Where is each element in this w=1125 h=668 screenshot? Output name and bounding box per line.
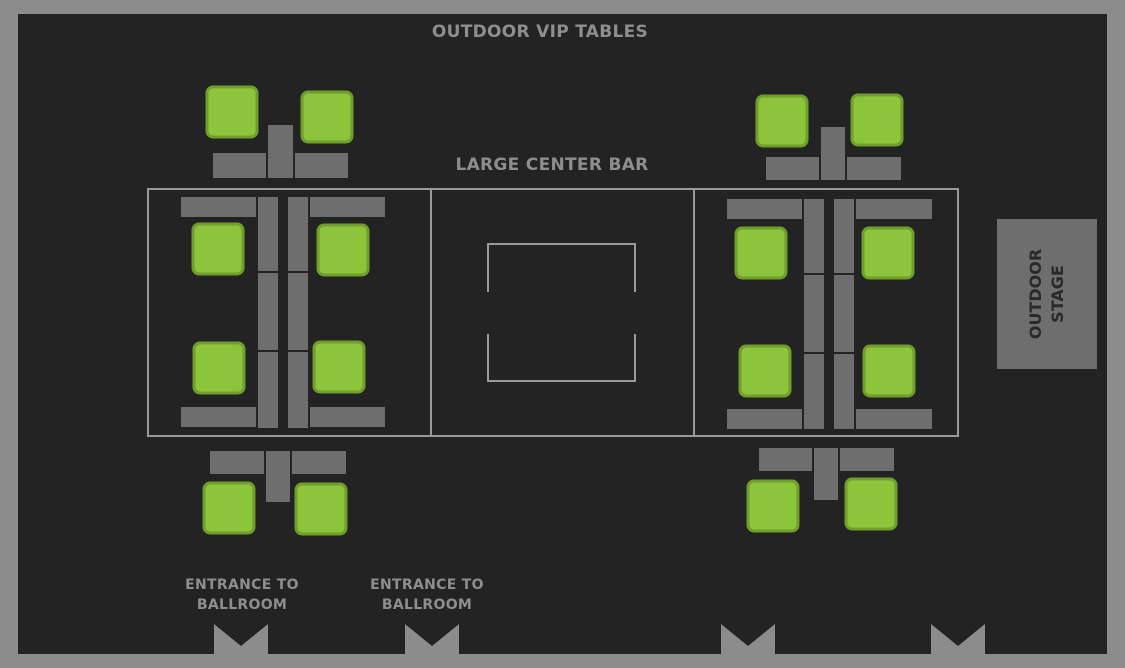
bench	[210, 451, 264, 474]
vip-table-seat[interactable]	[850, 93, 904, 147]
bench	[727, 409, 802, 429]
bench	[288, 273, 308, 350]
furniture	[181, 125, 932, 502]
vip-table-seat[interactable]	[205, 85, 259, 139]
bench	[181, 407, 256, 427]
outdoor-stage-label: OUTDOOR STAGE	[1025, 249, 1069, 339]
bench	[840, 448, 894, 471]
bench	[258, 273, 278, 350]
vip-table-seat[interactable]	[746, 479, 800, 533]
bench	[804, 199, 824, 273]
bench	[288, 197, 308, 271]
bench	[213, 153, 266, 178]
entrance-label-2-line2: BALLROOM	[381, 597, 473, 613]
entrance-notch-3	[721, 624, 775, 654]
bench	[268, 125, 293, 178]
vip-table-seat[interactable]	[316, 223, 370, 277]
vip-table-seat[interactable]	[300, 90, 354, 144]
outdoor-stage-label-line1: OUTDOOR	[1026, 248, 1045, 340]
entrance-label-1: ENTRANCE TO BALLROOM	[185, 575, 299, 615]
bench	[856, 409, 932, 429]
bench	[310, 407, 385, 427]
bench	[804, 275, 824, 352]
entrance-notches	[214, 624, 985, 654]
outdoor-stage: OUTDOOR STAGE	[997, 219, 1097, 369]
bar-inner-bottom	[487, 334, 636, 382]
bench	[759, 448, 812, 471]
vip-table-seat[interactable]	[861, 226, 915, 280]
vip-table-seat[interactable]	[312, 340, 366, 394]
vip-table-seat[interactable]	[755, 94, 809, 148]
bench	[834, 199, 854, 273]
vip-tables	[191, 85, 916, 536]
bar-outline	[147, 188, 959, 437]
vip-table-seat[interactable]	[862, 344, 916, 398]
bench	[847, 157, 901, 180]
outdoor-vip-tables-label: OUTDOOR VIP TABLES	[431, 22, 649, 42]
vip-table-seat[interactable]	[844, 477, 898, 531]
bench	[804, 354, 824, 429]
bench	[258, 197, 278, 271]
bench	[181, 197, 256, 217]
bench	[856, 199, 932, 219]
bench	[266, 451, 290, 502]
bench	[766, 157, 819, 180]
bench	[834, 354, 854, 429]
bench	[821, 127, 845, 180]
bench	[258, 352, 278, 428]
entrance-notch-1	[214, 624, 268, 654]
bench	[727, 199, 802, 219]
entrance-label-2-line1: ENTRANCE TO	[370, 577, 484, 593]
vip-table-seat[interactable]	[734, 226, 788, 280]
entrance-notch-2	[405, 624, 459, 654]
entrance-notch-4	[931, 624, 985, 654]
bench	[814, 448, 838, 500]
outdoor-stage-label-line2: STAGE	[1048, 265, 1067, 323]
bench	[288, 352, 308, 428]
vip-table-seat[interactable]	[191, 222, 245, 276]
bar-inner-top	[487, 243, 636, 292]
large-center-bar-label: LARGE CENTER BAR	[455, 155, 649, 175]
bench	[292, 451, 346, 474]
entrance-label-2: ENTRANCE TO BALLROOM	[370, 575, 484, 615]
bench	[310, 197, 385, 217]
vip-table-seat[interactable]	[294, 482, 348, 536]
entrance-label-1-line2: BALLROOM	[196, 597, 288, 613]
vip-table-seat[interactable]	[738, 344, 792, 398]
entrance-label-1-line1: ENTRANCE TO	[185, 577, 299, 593]
bar-frame	[147, 188, 959, 437]
bench	[295, 153, 348, 178]
vip-table-seat[interactable]	[202, 481, 256, 535]
vip-table-seat[interactable]	[192, 341, 246, 395]
outdoor-floor-area	[18, 14, 1107, 654]
bench	[834, 275, 854, 352]
